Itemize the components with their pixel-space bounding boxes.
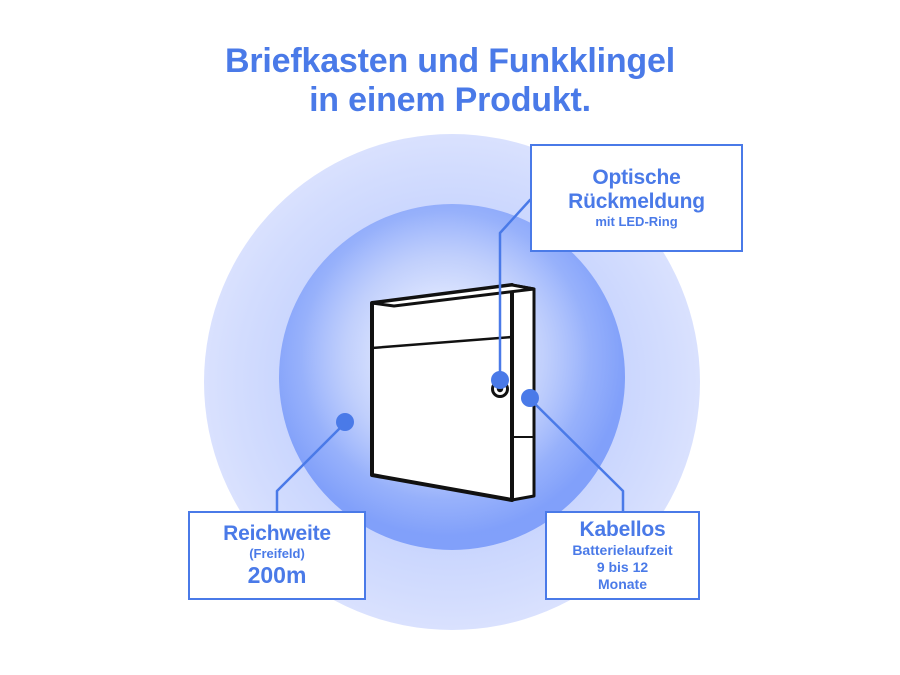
callout-range-heading: Reichweite bbox=[223, 522, 331, 546]
device-side-panel bbox=[510, 283, 536, 502]
callout-optical-heading-line-1: Optische bbox=[592, 165, 681, 189]
title-line-1: Briefkasten und Funkklingel bbox=[225, 42, 675, 80]
device-top-face bbox=[370, 283, 536, 308]
callout-wireless-subtext-line-1: Batterielaufzeit bbox=[572, 542, 673, 559]
callout-range-subtext: (Freifeld) bbox=[249, 546, 305, 562]
title-line-2: in einem Produkt. bbox=[309, 81, 591, 120]
callout-range-value: 200m bbox=[247, 562, 307, 589]
callout-range: Reichweite (Freifeld) 200m bbox=[188, 511, 366, 600]
callout-optical-feedback: Optische Rückmeldung mit LED-Ring bbox=[530, 144, 743, 252]
callout-wireless-subtext-line-2: 9 bis 12 bbox=[596, 559, 649, 576]
doorbell-button[interactable] bbox=[491, 380, 509, 398]
callout-optical-subtext: mit LED-Ring bbox=[595, 213, 678, 229]
callout-wireless: Kabellos Batterielaufzeit 9 bis 12 Monat… bbox=[545, 511, 700, 600]
callout-wireless-subtext-line-3: Monate bbox=[598, 575, 647, 592]
device-slot-divider bbox=[370, 335, 514, 350]
callout-wireless-heading: Kabellos bbox=[579, 518, 666, 542]
device-front-face bbox=[370, 283, 514, 502]
page-title: Briefkasten und Funkklingel in einem Pro… bbox=[0, 42, 900, 121]
callout-optical-heading-line-2: Rückmeldung bbox=[568, 189, 705, 213]
